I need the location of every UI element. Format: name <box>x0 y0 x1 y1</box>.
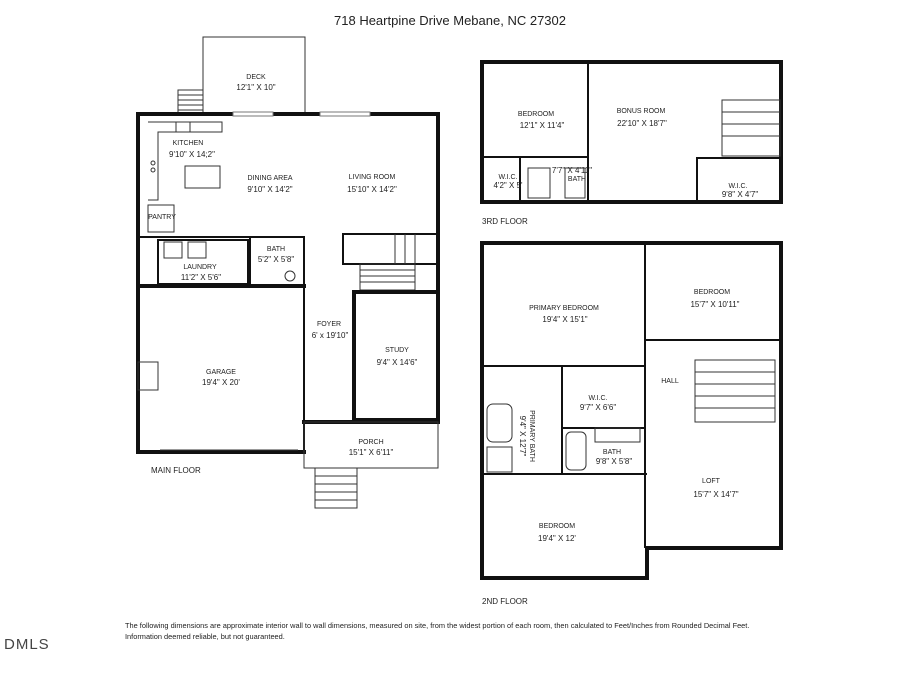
second-floor-label: 2ND FLOOR <box>482 597 528 606</box>
living-dim: 15'10" X 14'2" <box>347 185 397 194</box>
third-floor-label: 3RD FLOOR <box>482 217 528 226</box>
loft-label: LOFT <box>702 478 721 485</box>
dmls-logo: DMLS <box>4 636 50 653</box>
property-address-title: 718 Heartpine Drive Mebane, NC 27302 <box>334 13 566 28</box>
third-wic-b-dim: 9'8" X 4'7" <box>722 190 758 199</box>
porch-label: PORCH <box>358 439 383 446</box>
laundry-outline <box>157 239 249 285</box>
hall-label: HALL <box>661 378 679 385</box>
garage-dim: 19'4" X 20' <box>202 378 240 387</box>
main-floor-plan <box>136 36 440 509</box>
garage-wall <box>138 236 305 452</box>
third-wic-a-dim: 4'2" X 5' <box>493 181 522 190</box>
foyer-label: FOYER <box>317 321 341 328</box>
main-floor-label: MAIN FLOOR <box>151 466 201 475</box>
deck-stairs <box>177 89 204 116</box>
third-floor-outline <box>480 60 783 204</box>
primary-bath-label: PRIMARY BATH <box>528 410 535 462</box>
window <box>319 111 371 117</box>
third-floor-stairs <box>721 99 781 157</box>
primary-bedroom-label: PRIMARY BEDROOM <box>529 305 599 312</box>
kitchen-island <box>184 165 221 189</box>
disclaimer: The following dimensions are approximate… <box>125 620 825 642</box>
pantry-outline <box>147 204 175 233</box>
second-bath-dim: 9'8" X 5'8" <box>596 457 632 466</box>
disclaimer-line-1: The following dimensions are approximate… <box>125 621 750 630</box>
porch-dim: 15'1" X 6'11" <box>349 448 394 457</box>
primary-bath-dim: 9'4" X 12'7" <box>518 416 527 457</box>
study-label: STUDY <box>385 347 409 354</box>
window <box>232 111 274 117</box>
kitchen-label: KITCHEN <box>173 140 204 147</box>
study-outline <box>352 290 440 422</box>
study-dim: 9'4" X 14'6" <box>377 358 418 367</box>
garage-label: GARAGE <box>206 369 236 376</box>
third-bedroom-label: BEDROOM <box>518 111 554 118</box>
second-bedroom-b-label: BEDROOM <box>539 523 575 530</box>
loft-dim: 15'7" X 14'7" <box>693 490 738 499</box>
third-bath-label: BATH <box>568 176 586 183</box>
disclaimer-line-2: Information deemed reliable, but not gua… <box>125 632 285 641</box>
second-floor-plan <box>480 241 783 580</box>
foyer-dim: 6' x 19'10" <box>312 331 349 340</box>
deck-label: DECK <box>246 74 266 81</box>
kitchen-dim: 9'10" X 14;2" <box>169 150 215 159</box>
third-bedroom-dim: 12'1" X 11'4" <box>520 121 565 130</box>
kitchen-counters <box>148 121 223 201</box>
dining-label: DINING AREA <box>247 175 292 182</box>
third-bath-dim: 7'7" X 4'11" <box>552 166 592 175</box>
bath-outline <box>249 236 305 287</box>
third-wic-b-label: W.I.C. <box>728 183 747 190</box>
pantry-label: PANTRY <box>148 214 176 221</box>
deck-dim: 12'1" X 10" <box>236 83 275 92</box>
laundry-dim: 11'2" X 5'6" <box>181 273 221 282</box>
primary-bedroom-dim: 19'4" X 15'1" <box>542 315 587 324</box>
second-floor-outline <box>480 241 783 580</box>
bonus-room-label: BONUS ROOM <box>617 108 666 115</box>
laundry-label: LAUNDRY <box>183 264 217 271</box>
living-stairs <box>342 233 439 291</box>
porch-stairs <box>314 467 358 509</box>
main-bath-label: BATH <box>267 246 285 253</box>
wic-b-outline <box>696 157 781 203</box>
main-bath-dim: 5'2" X 5'8" <box>258 255 294 264</box>
third-wic-a-label: W.I.C. <box>498 174 517 181</box>
bonus-room-dim: 22'10" X 18'7" <box>617 119 667 128</box>
dining-dim: 9'10" X 14'2" <box>247 185 292 194</box>
second-bedroom-a-label: BEDROOM <box>694 289 730 296</box>
second-floor-stairs <box>694 359 776 423</box>
second-wic-dim: 9'7" X 6'6" <box>580 403 616 412</box>
living-label: LIVING ROOM <box>349 174 396 181</box>
second-bedroom-a-dim: 15'7" X 10'11" <box>690 300 739 309</box>
second-wic-label: W.I.C. <box>588 395 607 402</box>
third-floor-plan <box>480 60 783 204</box>
second-bath-label: BATH <box>603 449 621 456</box>
porch-outline <box>303 421 439 469</box>
second-bedroom-b-dim: 19'4" X 12' <box>538 534 576 543</box>
